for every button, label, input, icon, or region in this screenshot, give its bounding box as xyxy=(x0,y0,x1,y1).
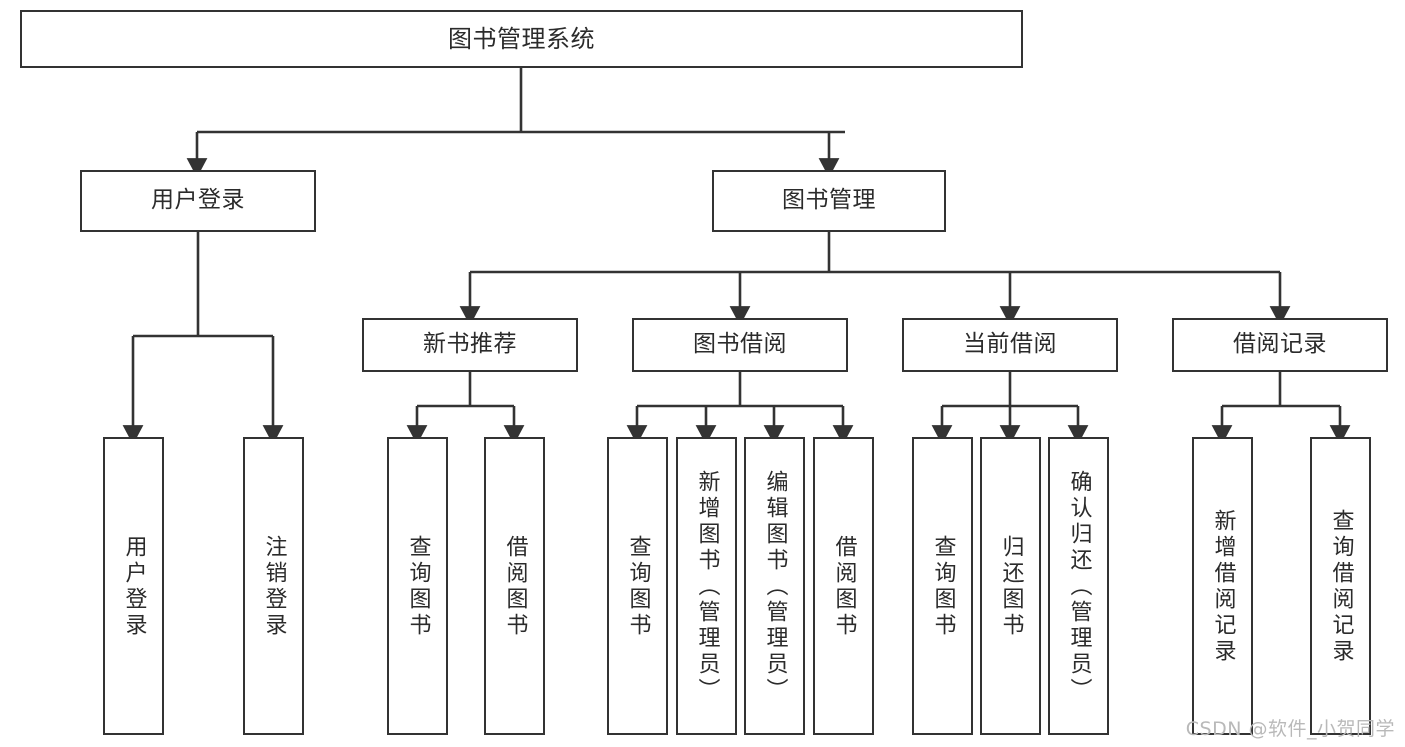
watermark-text: CSDN @软件_小贺同学 xyxy=(1185,718,1395,740)
leaf-record-add-borrow-record[interactable]: 新增借阅记录 xyxy=(1192,437,1253,735)
node-label: 编辑图书（管理员） xyxy=(762,470,788,704)
leaf-borrow-borrow-book[interactable]: 借阅图书 xyxy=(813,437,874,735)
leaf-current-query-book[interactable]: 查询图书 xyxy=(912,437,973,735)
node-label: 用户登录 xyxy=(121,535,147,639)
node-label: 新增借阅记录 xyxy=(1210,509,1236,665)
node-label: 图书管理 xyxy=(782,187,876,214)
leaf-recommend-query-book[interactable]: 查询图书 xyxy=(387,437,448,735)
leaf-borrow-add-book-admin[interactable]: 新增图书（管理员） xyxy=(676,437,737,735)
node-borrow-record[interactable]: 借阅记录 xyxy=(1172,318,1388,372)
node-label: 图书管理系统 xyxy=(448,24,595,53)
node-label: 新书推荐 xyxy=(423,331,517,358)
node-label: 新增图书（管理员） xyxy=(694,470,720,704)
node-new-book-recommendation[interactable]: 新书推荐 xyxy=(362,318,578,372)
node-current-borrow[interactable]: 当前借阅 xyxy=(902,318,1118,372)
leaf-current-confirm-return-admin[interactable]: 确认归还（管理员） xyxy=(1048,437,1109,735)
node-label: 查询图书 xyxy=(930,535,956,639)
node-label: 借阅图书 xyxy=(502,535,528,639)
node-label: 归还图书 xyxy=(998,535,1024,639)
node-label: 借阅图书 xyxy=(831,535,857,639)
node-label: 当前借阅 xyxy=(963,331,1057,358)
leaf-borrow-edit-book-admin[interactable]: 编辑图书（管理员） xyxy=(744,437,805,735)
node-label: 借阅记录 xyxy=(1233,331,1327,358)
node-label: 查询图书 xyxy=(405,535,431,639)
leaf-recommend-borrow-book[interactable]: 借阅图书 xyxy=(484,437,545,735)
node-label: 查询借阅记录 xyxy=(1328,509,1354,665)
node-label: 查询图书 xyxy=(625,535,651,639)
node-label: 确认归还（管理员） xyxy=(1066,470,1092,704)
node-label: 图书借阅 xyxy=(693,331,787,358)
node-book-borrow[interactable]: 图书借阅 xyxy=(632,318,848,372)
leaf-borrow-query-book[interactable]: 查询图书 xyxy=(607,437,668,735)
leaf-logout[interactable]: 注销登录 xyxy=(243,437,304,735)
leaf-current-return-book[interactable]: 归还图书 xyxy=(980,437,1041,735)
node-label: 注销登录 xyxy=(261,535,287,639)
leaf-record-query-borrow-record[interactable]: 查询借阅记录 xyxy=(1310,437,1371,735)
node-user-login[interactable]: 用户登录 xyxy=(80,170,316,232)
node-label: 用户登录 xyxy=(151,187,245,214)
node-root-book-management-system[interactable]: 图书管理系统 xyxy=(20,10,1023,68)
leaf-user-login[interactable]: 用户登录 xyxy=(103,437,164,735)
node-book-management[interactable]: 图书管理 xyxy=(712,170,946,232)
